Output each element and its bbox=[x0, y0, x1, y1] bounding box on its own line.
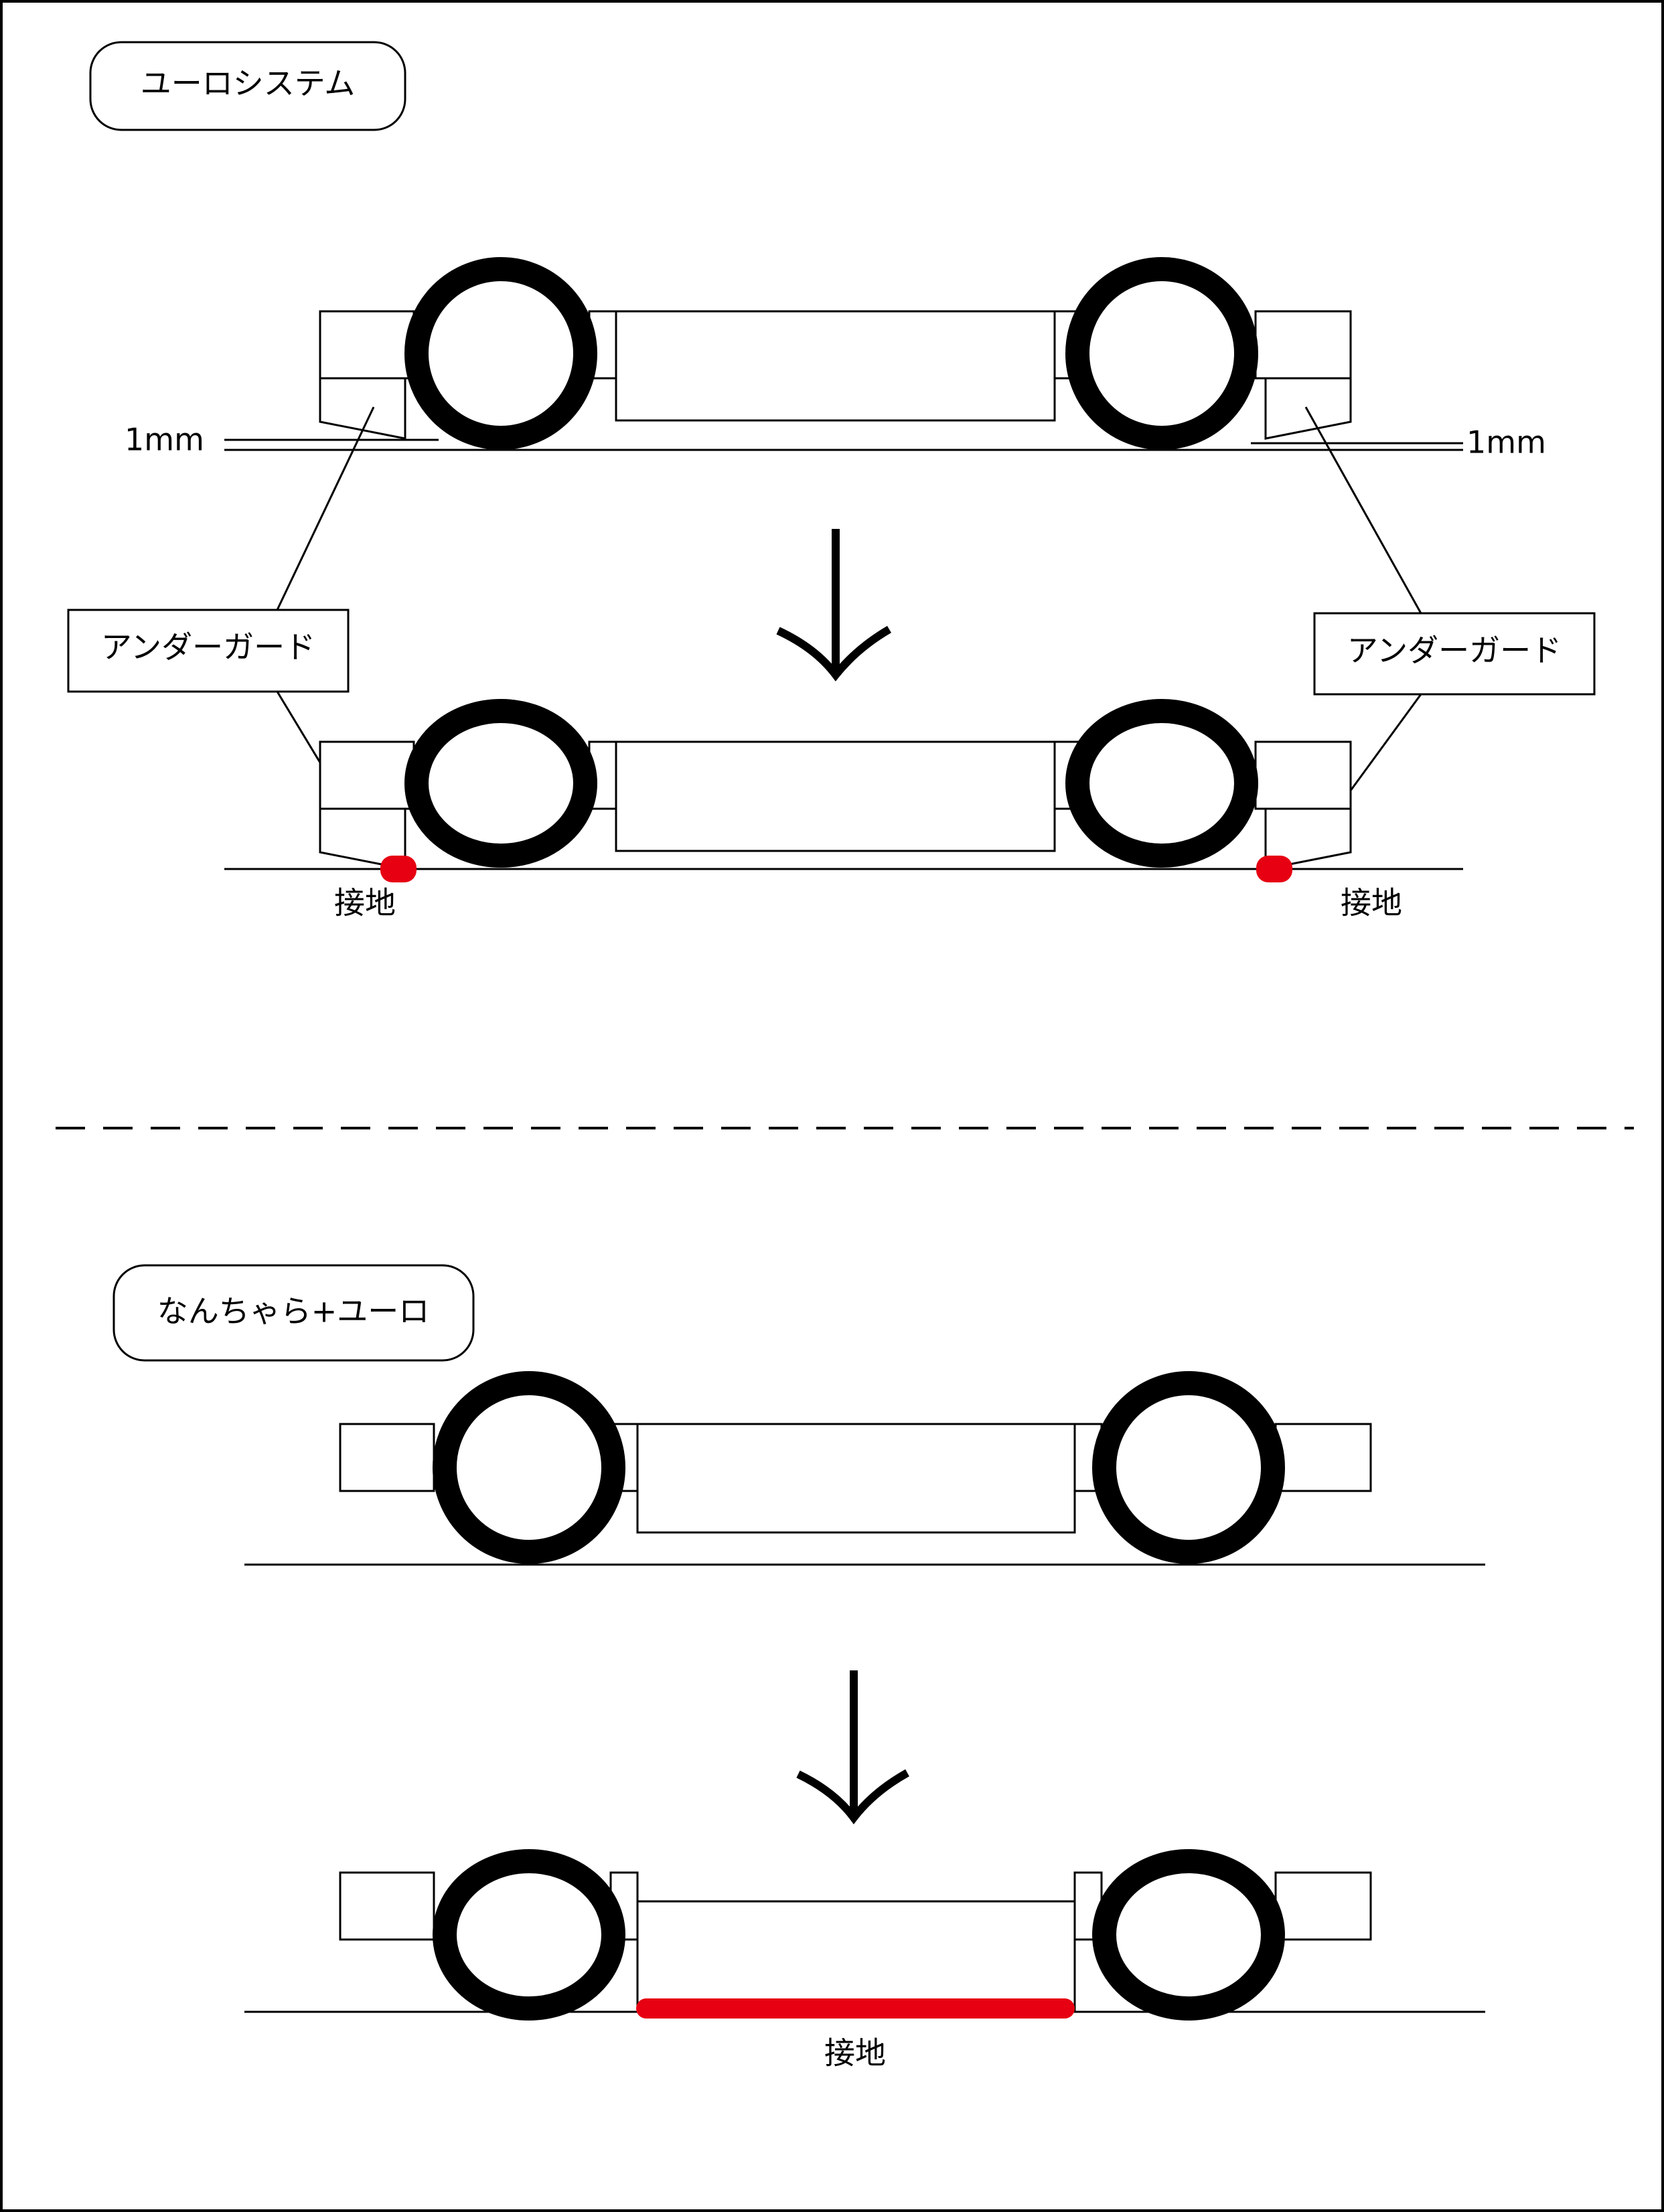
title-box-bottom: なんちゃら+ユーロ bbox=[112, 1264, 475, 1362]
rear-bumper bbox=[319, 310, 415, 380]
car-euro-after bbox=[319, 699, 1352, 870]
rear-bumper bbox=[339, 1423, 435, 1492]
front-bumper bbox=[1254, 310, 1352, 380]
top-section: ユーロシステム 1mm 1mm アンダーガード bbox=[67, 41, 1596, 921]
center-body bbox=[615, 740, 1056, 852]
wheel-icon bbox=[1092, 1849, 1285, 2021]
center-body bbox=[636, 1423, 1076, 1534]
wheel-icon bbox=[433, 1849, 625, 2021]
contact-label-bottom: 接地 bbox=[824, 2035, 886, 2071]
contact-point-left bbox=[380, 856, 417, 882]
under-guard-left bbox=[319, 377, 406, 440]
front-bumper bbox=[1274, 1423, 1372, 1492]
rear-bumper bbox=[339, 1871, 435, 1941]
under-guard-label-left: アンダーガード bbox=[101, 629, 315, 665]
center-body bbox=[636, 1900, 1076, 2011]
rear-bumper bbox=[319, 740, 415, 810]
bottom-section: なんちゃら+ユーロ 接地 bbox=[112, 1264, 1485, 2071]
center-body bbox=[615, 310, 1056, 422]
front-bumper bbox=[1274, 1871, 1372, 1941]
wheel-icon bbox=[404, 257, 597, 450]
under-guard-label-right: アンダーガード bbox=[1347, 633, 1562, 669]
down-arrow-icon bbox=[796, 1670, 909, 1824]
callout-under-guard-right: アンダーガード bbox=[1304, 406, 1596, 839]
wheel-icon bbox=[433, 1371, 625, 1564]
car-euro-before bbox=[319, 257, 1352, 450]
down-arrow-icon bbox=[776, 529, 892, 682]
title-bottom: なんちゃら+ユーロ bbox=[157, 1293, 430, 1330]
wheel-icon bbox=[1065, 699, 1258, 868]
car-nanchara-after bbox=[339, 1849, 1372, 2021]
contact-point-right bbox=[1256, 856, 1292, 882]
contact-label-left: 接地 bbox=[334, 885, 396, 921]
under-guard-right bbox=[1264, 807, 1352, 870]
contact-label-right: 接地 bbox=[1341, 885, 1402, 921]
wheel-icon bbox=[404, 699, 597, 868]
title-top: ユーロシステム bbox=[141, 66, 356, 102]
gap-label-right: 1mm bbox=[1466, 424, 1546, 461]
title-box-top: ユーロシステム bbox=[89, 41, 406, 131]
under-guard-right bbox=[1264, 377, 1352, 440]
gap-label-left: 1mm bbox=[125, 422, 204, 458]
car-nanchara-before bbox=[339, 1371, 1372, 1564]
wheel-icon bbox=[1092, 1371, 1285, 1564]
front-bumper bbox=[1254, 740, 1352, 810]
wheel-icon bbox=[1065, 257, 1258, 450]
